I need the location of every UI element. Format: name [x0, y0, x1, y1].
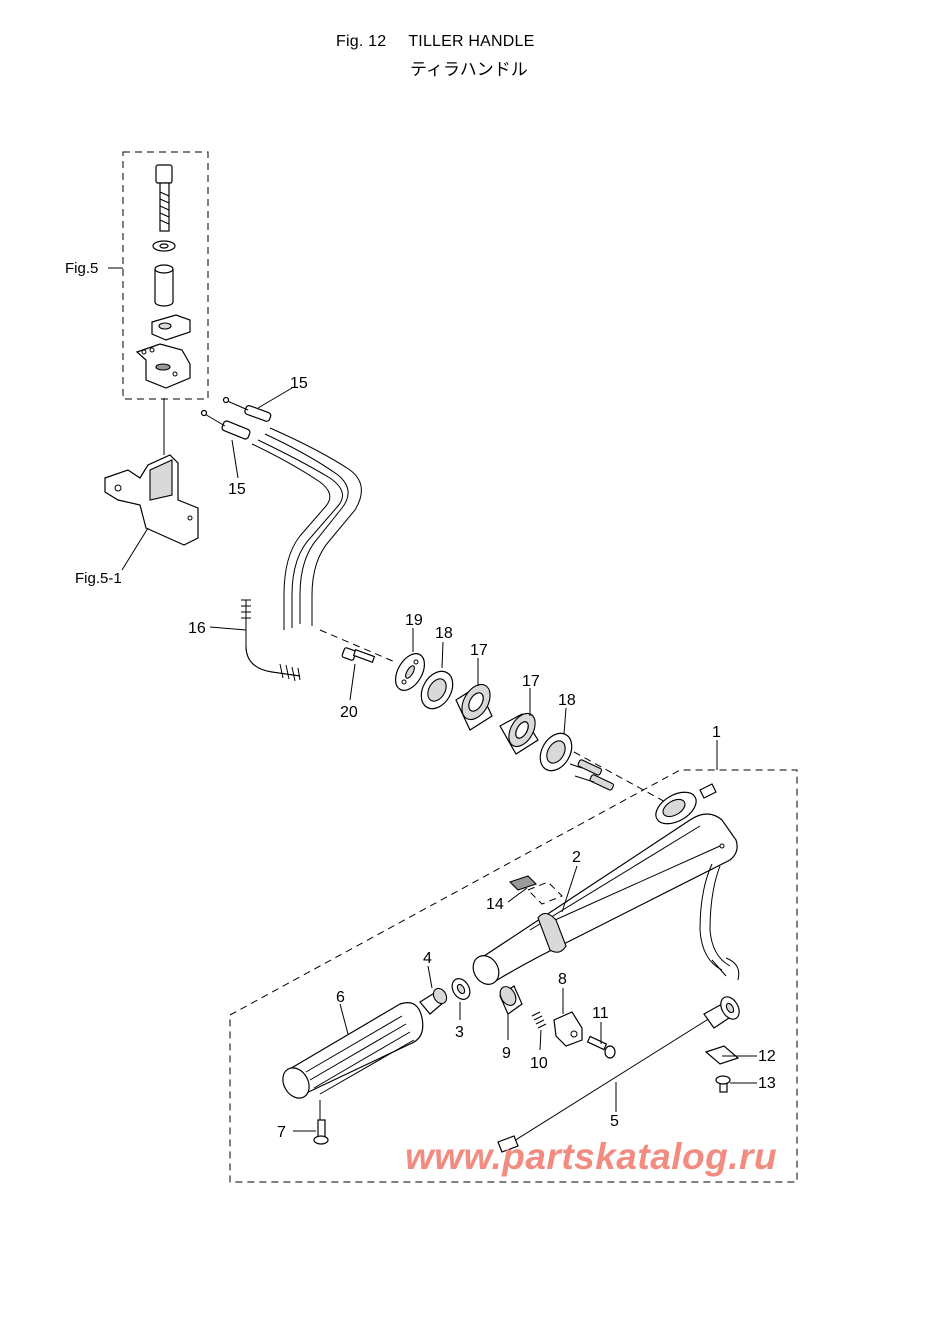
- part-18b-leader: [563, 707, 567, 735]
- part-15a-leader: [257, 387, 293, 409]
- watermark: www.partskatalog.ru: [405, 1136, 778, 1177]
- cable-end-lower: [200, 409, 251, 440]
- fig5-label: Fig.5: [65, 260, 98, 277]
- part-17a-number: 17: [470, 642, 488, 659]
- part-18b-bushing: [539, 732, 573, 772]
- part-9-number: 9: [502, 1045, 511, 1062]
- part-8-stopper: [553, 1011, 583, 1047]
- part-1-group-frame: [229, 769, 798, 1183]
- part-15b-leader: [231, 439, 239, 479]
- part-16-hose: [241, 599, 301, 682]
- part-15a-number: 15: [290, 375, 308, 392]
- part-9-knob: [499, 985, 523, 1015]
- part-6-leader: [339, 1003, 349, 1035]
- fig5-1-label: Fig.5-1: [75, 570, 122, 587]
- part-2-leader: [561, 865, 578, 913]
- fig5-1-bracket: [104, 454, 199, 546]
- fig5-1-leader: [121, 527, 149, 571]
- assembly-axis-lower: [573, 751, 681, 811]
- part-5-rod: [497, 996, 740, 1153]
- part-17a-gear: [455, 683, 493, 731]
- stop-wire: [699, 863, 740, 981]
- fig5-base-plate: [135, 343, 191, 389]
- figure-title-japanese: ティラハンドル: [410, 60, 528, 80]
- part-5-number: 5: [610, 1113, 619, 1130]
- fig5-washer: [152, 240, 176, 252]
- part-14-decal: [508, 875, 563, 905]
- part-18a-bushing: [420, 670, 454, 710]
- part-6-number: 6: [336, 989, 345, 1006]
- fig5-group-frame: [122, 151, 209, 400]
- part-3-number: 3: [455, 1024, 464, 1041]
- cable-end-upper: [222, 396, 272, 422]
- part-18a-leader: [441, 641, 444, 669]
- part-19-plate: [394, 653, 426, 691]
- part-13-screw: [715, 1075, 731, 1093]
- part-10-number: 10: [530, 1055, 548, 1072]
- part-10-spring: [531, 1011, 547, 1029]
- part-14-number: 14: [486, 896, 504, 913]
- part-13-number: 13: [758, 1075, 776, 1092]
- throttle-cables: [251, 427, 362, 630]
- figure-number: Fig. 12: [336, 33, 387, 50]
- figure-caption: Fig. 12 TILLER HANDLE: [336, 33, 535, 51]
- part-7-number: 7: [277, 1124, 286, 1141]
- part-12-clip: [704, 1045, 740, 1065]
- part-18a-number: 18: [435, 625, 453, 642]
- part-7-screw: [313, 1119, 329, 1145]
- part-6-grip: [282, 1002, 424, 1099]
- part-19-number: 19: [405, 612, 423, 629]
- figure-title: TILLER HANDLE: [408, 33, 535, 50]
- part-18b-number: 18: [558, 692, 576, 709]
- part-17b-number: 17: [522, 673, 540, 690]
- part-1-number: 1: [712, 724, 721, 741]
- part-16-leader: [209, 626, 247, 631]
- part-2-number: 2: [572, 849, 581, 866]
- part-3-washer: [451, 978, 471, 1000]
- part-4-bushing: [419, 987, 448, 1015]
- part-16-number: 16: [188, 620, 206, 637]
- part-8-number: 8: [558, 971, 567, 988]
- part-12-number: 12: [758, 1048, 776, 1065]
- part-20-number: 20: [340, 704, 358, 721]
- part-2-tiller-handle: [472, 783, 738, 985]
- fig5-bracket: [151, 314, 191, 341]
- cable-tips: [569, 759, 615, 791]
- part-15b-number: 15: [228, 481, 246, 498]
- part-11-screw: [586, 1035, 616, 1059]
- part-4-number: 4: [423, 950, 432, 967]
- part-17b-gear: [499, 712, 539, 755]
- fig5-bolt: [155, 164, 173, 232]
- part-14-leader: [507, 887, 528, 903]
- part-4-leader: [427, 965, 433, 989]
- part-10-leader: [539, 1029, 542, 1051]
- assembly-axis-upper: [319, 629, 396, 663]
- part-11-number: 11: [592, 1005, 609, 1022]
- part-20-screw: [341, 647, 376, 664]
- fig5-sleeve: [154, 264, 174, 307]
- part-20-leader: [349, 663, 356, 701]
